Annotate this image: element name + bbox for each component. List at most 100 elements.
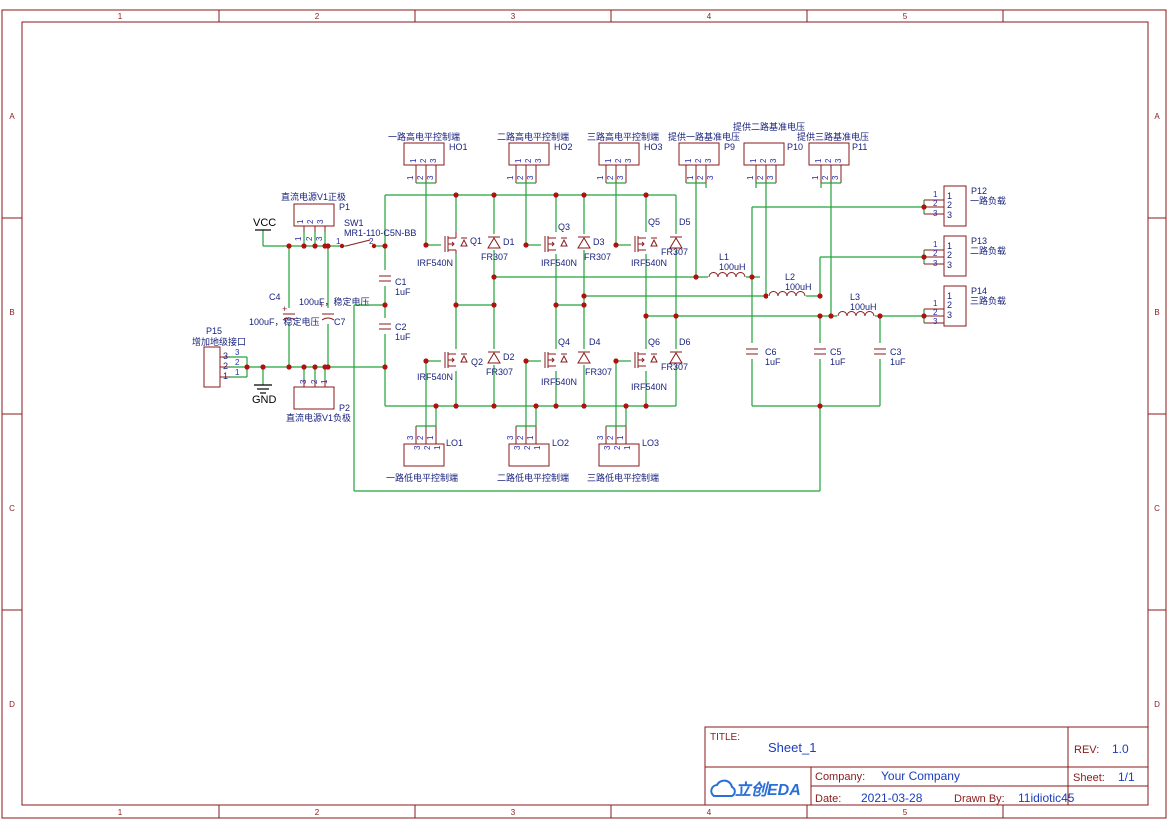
connector-ref: P15 xyxy=(206,326,222,336)
company-value: Your Company xyxy=(881,769,960,783)
connector-ref: LO3 xyxy=(642,438,659,448)
svg-text:3: 3 xyxy=(933,209,938,218)
connector-ref: P1 xyxy=(339,202,350,212)
vcc-label: VCC xyxy=(253,217,276,229)
svg-text:1: 1 xyxy=(433,445,442,450)
mosfet-q2[interactable]: Q2 IRF540N xyxy=(417,349,483,382)
svg-text:3: 3 xyxy=(429,158,438,163)
inductor-l1[interactable]: L1 100uH xyxy=(708,252,746,280)
connector-p14[interactable]: 123 123 P14 三路负载 xyxy=(924,285,1006,327)
connector-lo1[interactable]: 3 2 1 3 2 1 LO1 一路低电平控制端 xyxy=(386,425,463,483)
connector-ref: HO2 xyxy=(554,142,573,152)
mosfet-q5[interactable]: Q5 IRF540N xyxy=(631,217,667,268)
cap-ref: C7 xyxy=(334,317,346,327)
svg-text:2: 2 xyxy=(947,200,952,210)
svg-text:1: 1 xyxy=(684,158,693,163)
diode-ref: D4 xyxy=(589,337,601,347)
svg-text:1: 1 xyxy=(426,435,435,440)
connector-p10[interactable]: 1 2 3 1 2 3 提供二路基准电压 P10 xyxy=(733,121,805,184)
svg-text:2: 2 xyxy=(821,175,830,180)
svg-text:2: 2 xyxy=(223,361,228,371)
switch-ref: SW1 xyxy=(344,218,364,228)
connector-ho3[interactable]: 1 2 3 1 2 3 三路高电平控制端 HO3 xyxy=(587,131,663,184)
diode-d6[interactable]: D6 FR307 xyxy=(661,337,691,372)
capacitor-c2[interactable]: C2 1uF xyxy=(378,318,411,342)
gnd-label: GND xyxy=(252,394,277,406)
connector-p11[interactable]: 1 2 3 1 2 3 提供三路基准电压 P11 xyxy=(797,131,869,184)
diode-d1[interactable]: D1 FR307 xyxy=(481,234,515,262)
svg-text:1: 1 xyxy=(933,299,938,308)
connector-p9[interactable]: 1 2 3 1 2 3 提供一路基准电压 P9 xyxy=(668,131,740,184)
capacitor-c1[interactable]: C1 1uF xyxy=(378,270,411,297)
title-block: TITLE: Sheet_1 REV: 1.0 Company: Your Co… xyxy=(704,726,1149,806)
svg-text:1: 1 xyxy=(406,175,415,180)
row-label: B xyxy=(9,308,14,317)
row-label: B xyxy=(1154,308,1159,317)
svg-text:2: 2 xyxy=(759,158,768,163)
capacitor-c7[interactable]: + C7 100uF，稳定电压 xyxy=(299,296,370,327)
capacitor-c4[interactable]: + C4 100uF，稳定电压 xyxy=(249,292,320,327)
capacitor-c6[interactable]: C6 1uF xyxy=(745,343,781,367)
mosfet-name: IRF540N xyxy=(541,258,577,268)
connector-name: 一路高电平控制端 xyxy=(388,131,460,142)
capacitor-c5[interactable]: C5 1uF xyxy=(813,343,846,367)
connector-ref: P13 xyxy=(971,236,987,246)
svg-text:3: 3 xyxy=(947,260,952,270)
row-label: A xyxy=(1154,112,1160,121)
svg-text:1: 1 xyxy=(514,158,523,163)
col-label: 2 xyxy=(315,12,320,21)
svg-text:1: 1 xyxy=(294,236,303,241)
svg-text:3: 3 xyxy=(603,445,612,450)
connector-p13[interactable]: 123 123 P13 二路负载 xyxy=(924,235,1006,277)
capacitor-c3[interactable]: C3 1uF xyxy=(873,343,906,367)
connector-ref: P2 xyxy=(339,403,350,413)
svg-text:1: 1 xyxy=(623,445,632,450)
svg-text:1: 1 xyxy=(947,191,952,201)
diode-d2[interactable]: D2 FR307 xyxy=(486,349,515,377)
col-label: 4 xyxy=(707,808,712,817)
svg-text:1: 1 xyxy=(746,175,755,180)
drawn-by-value: 11idiotic45 xyxy=(1018,791,1075,805)
connector-p2[interactable]: 3 2 1 直流电源V1负极 P2 xyxy=(286,379,351,423)
connector-lo3[interactable]: 3 2 1 3 2 1 LO3 三路低电平控制端 xyxy=(587,425,659,483)
svg-text:2: 2 xyxy=(694,158,703,163)
cap-value: 100uF，稳定电压 xyxy=(299,296,370,307)
connector-name: 提供二路基准电压 xyxy=(733,121,805,132)
mosfet-ref: Q5 xyxy=(648,217,660,227)
svg-text:1: 1 xyxy=(320,379,329,384)
svg-text:1: 1 xyxy=(296,219,305,224)
diode-d5[interactable]: D5 FR307 xyxy=(661,217,691,257)
inductor-l3[interactable]: L3 100uH xyxy=(837,292,877,319)
svg-text:1: 1 xyxy=(811,175,820,180)
col-label: 1 xyxy=(118,12,123,21)
connector-p15[interactable]: 321 321 P15 增加地级接口 xyxy=(192,326,246,388)
connector-p12[interactable]: 123 123 P12 一路负载 xyxy=(924,185,1006,227)
connector-ref: P12 xyxy=(971,186,987,196)
svg-text:1: 1 xyxy=(814,158,823,163)
rev-label: REV: xyxy=(1074,744,1099,756)
connector-ho1[interactable]: 1 2 3 1 2 3 一路高电平控制端 HO1 xyxy=(388,131,468,184)
inductor-ref: L3 xyxy=(850,292,860,302)
power-symbols: VCC GND xyxy=(252,217,277,406)
diode-d3[interactable]: D3 FR307 xyxy=(577,234,611,262)
cap-value: 1uF xyxy=(395,287,411,297)
diode-ref: D2 xyxy=(503,352,515,362)
svg-text:3: 3 xyxy=(933,317,938,326)
connector-name: 增加地级接口 xyxy=(192,336,246,347)
svg-text:2: 2 xyxy=(416,435,425,440)
mosfet-q4[interactable]: Q4 IRF540N xyxy=(541,337,577,387)
connector-lo2[interactable]: 3 2 1 3 2 1 LO2 二路低电平控制端 xyxy=(497,425,569,483)
connector-name: 二路负载 xyxy=(970,245,1006,256)
inductor-l2[interactable]: L2 100uH xyxy=(768,272,812,299)
connector-ho2[interactable]: 1 2 3 1 2 3 二路高电平控制端 HO2 xyxy=(497,131,573,184)
svg-text:2: 2 xyxy=(310,379,319,384)
connector-name: 二路低电平控制端 xyxy=(497,472,569,483)
mosfet-q1[interactable]: Q1 IRF540N xyxy=(417,232,482,268)
svg-text:3: 3 xyxy=(223,351,228,361)
diode-d4[interactable]: D4 FR307 xyxy=(577,337,612,377)
mosfet-q6[interactable]: Q6 IRF540N xyxy=(631,337,667,392)
mosfet-q3[interactable]: Q3 IRF540N xyxy=(541,222,577,268)
connector-p1[interactable]: 1 2 3 1 2 3 直流电源V1正极 P1 xyxy=(281,191,350,241)
switch-sw1[interactable]: 1 2 SW1 MR1-110-C5N-BB xyxy=(336,218,416,247)
